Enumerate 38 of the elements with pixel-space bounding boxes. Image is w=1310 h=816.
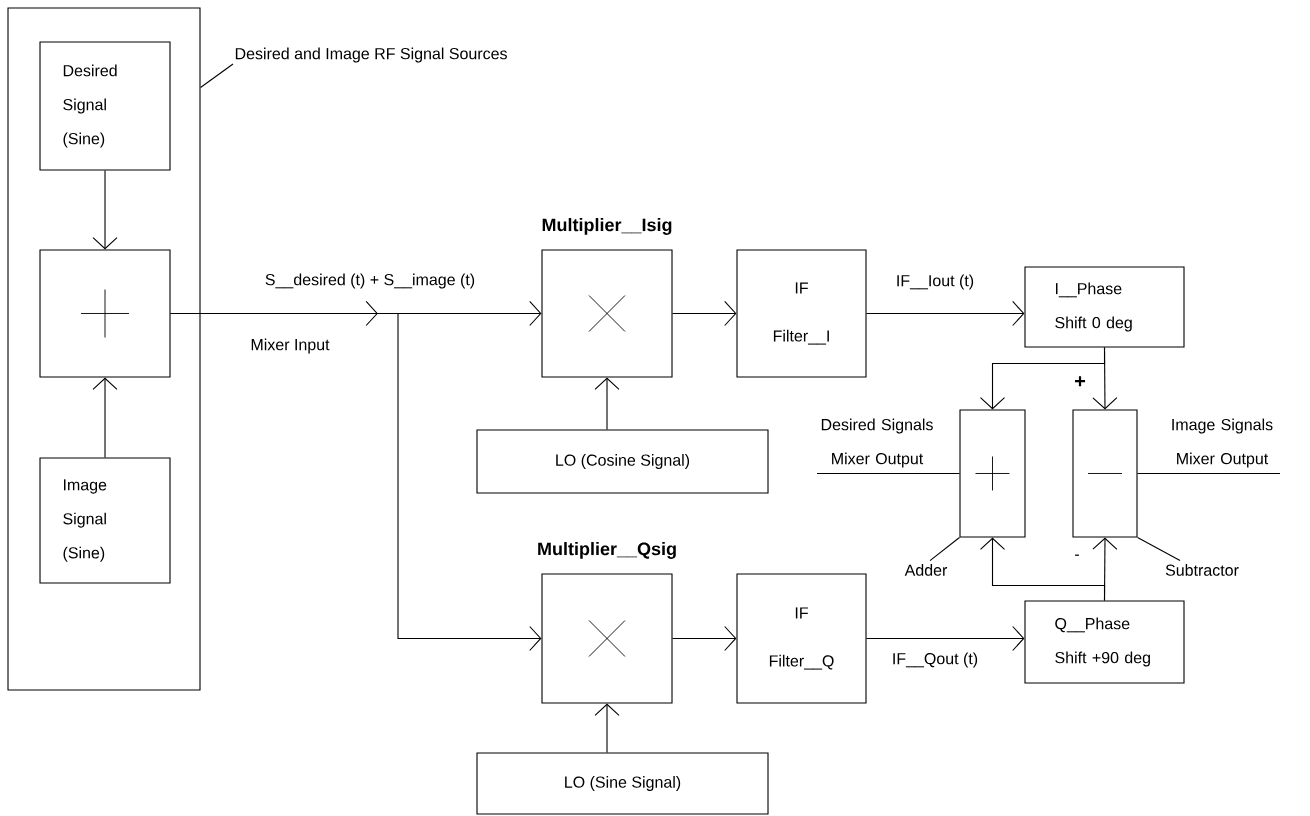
process-box: Desired Signal (Sine) [39,41,171,171]
adder-box [959,409,1026,538]
process-box: I__Phase Shift 0 deg [1024,266,1185,348]
arrow [1092,537,1118,601]
group-frame [7,7,201,691]
arrow [594,377,620,430]
process-box: IF Filter__I [736,249,867,378]
text-label: Subtractor [1165,564,1239,576]
arrow [866,300,1025,327]
arrow [866,625,1025,652]
signal-line [816,472,960,475]
block-heading: Multiplier__Qsig [538,542,676,559]
text-label: Desired and Image RF Signal Sources [235,47,507,63]
subtractor-box [1072,409,1138,538]
process-box: Q__Phase Shift +90 deg [1024,600,1185,684]
edge-label: Desired Signals Mixer Output [811,417,943,469]
leader-line [1137,537,1181,562]
arrow [170,312,542,652]
arrow [672,300,737,327]
edge-label: - [1073,553,1081,561]
arrow [1092,347,1118,410]
process-box: IF Filter__Q [736,573,867,704]
process-box: LO (Sine Signal) [476,752,769,815]
leader-line [200,63,234,88]
block-heading: Multiplier__Isig [542,218,672,235]
text-label: Adder [904,564,948,576]
leader-line [929,537,960,562]
arrow [92,170,118,250]
edge-label: + [1073,375,1087,389]
edge-label: Image Signals Mixer Output [1156,417,1288,469]
text-label: Mixer Input [251,338,330,354]
process-box: Image Signal (Sine) [39,457,171,584]
process-box: LO (Cosine Signal) [476,429,769,494]
arrow [672,625,737,652]
arrow [594,703,620,753]
adder-box [39,249,171,378]
arrow [92,377,118,458]
signal-line [1137,472,1281,475]
